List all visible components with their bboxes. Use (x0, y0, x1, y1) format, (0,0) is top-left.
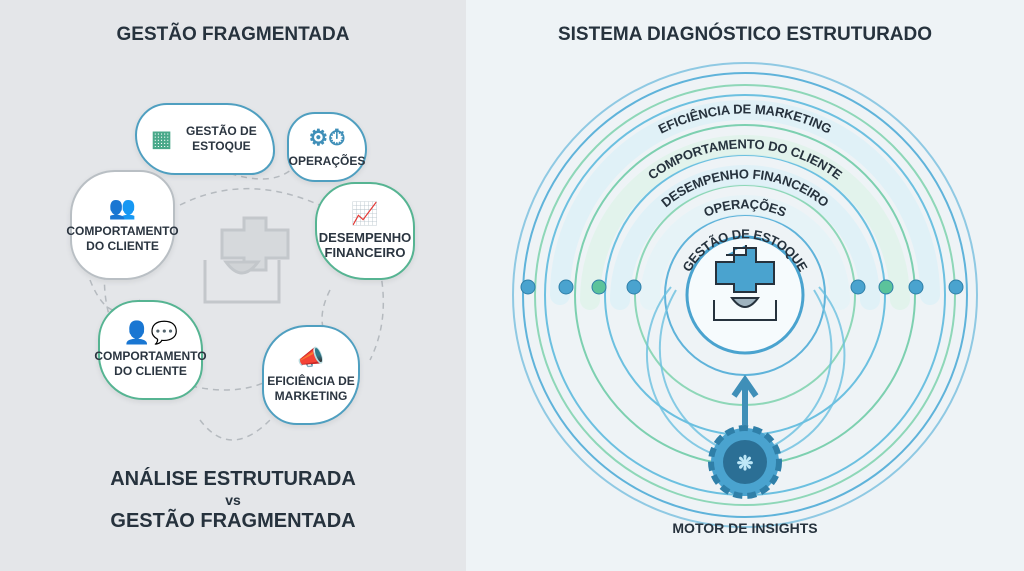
structured-system-panel: SISTEMA DIAGNÓSTICO ESTRUTURADO EFICIÊNC… (466, 0, 1024, 571)
card-inventory-management[interactable]: ▦ GESTÃO DE ESTOQUE (135, 103, 275, 175)
insights-engine-label: MOTOR DE INSIGHTS (672, 520, 818, 536)
bar-chart-growth-icon: 📈 (351, 201, 379, 226)
card-financial-performance[interactable]: 📈 DESEMPENHO FINANCEIRO (315, 182, 415, 280)
people-group-icon: 👥 (108, 195, 137, 220)
card-operations[interactable]: ⚙⏱ OPERAÇÕES (287, 112, 367, 182)
pharmacy-icon (713, 245, 777, 321)
right-title: SISTEMA DIAGNÓSTICO ESTRUTURADO (557, 24, 933, 45)
concentric-diagram: EFICIÊNCIA DE MARKETING COMPORTAMENTO DO… (512, 62, 978, 528)
card-label: DESEMPENHO FINANCEIRO (318, 230, 412, 260)
data-streams (646, 286, 846, 456)
card-label: COMPORTAMENTO DO CLIENTE (66, 224, 179, 253)
person-chat-icon: 👤💬 (123, 320, 178, 345)
brain-gear-icon: ❋ (708, 425, 782, 499)
card-label: OPERAÇÕES (288, 153, 366, 168)
hexagon-nodes (520, 279, 964, 295)
comparison-line-2: GESTÃO FRAGMENTADA (110, 510, 356, 532)
card-label: GESTÃO DE ESTOQUE (186, 124, 257, 153)
megaphone-icon: 📣 (297, 345, 325, 370)
pharmacy-watermark-icon (203, 216, 290, 304)
gears-stopwatch-icon: ⚙⏱ (308, 124, 346, 150)
arrow-up-icon (731, 374, 759, 425)
inventory-boxes-icon: ▦ (151, 126, 172, 151)
card-customer-behavior-2[interactable]: 👤💬 COMPORTAMENTO DO CLIENTE (94, 300, 207, 400)
fragmented-panel: GESTÃO FRAGMENTADA ▦ GESTÃO DE ESTOQUE ⚙… (0, 0, 466, 571)
card-label: COMPORTAMENTO DO CLIENTE (94, 349, 207, 378)
svg-text:❋: ❋ (737, 453, 754, 475)
card-label: EFICIÊNCIA DE MARKETING (267, 374, 355, 403)
comparison-line-1: ANÁLISE ESTRUTURADA (110, 468, 356, 490)
arc-label-operations[interactable]: OPERAÇÕES (701, 196, 788, 220)
comparison-vs: vs (225, 492, 241, 508)
left-title: GESTÃO FRAGMENTADA (116, 24, 350, 45)
card-marketing-efficiency[interactable]: 📣 EFICIÊNCIA DE MARKETING (262, 325, 360, 425)
card-customer-behavior-1[interactable]: 👥 COMPORTAMENTO DO CLIENTE (66, 170, 179, 280)
